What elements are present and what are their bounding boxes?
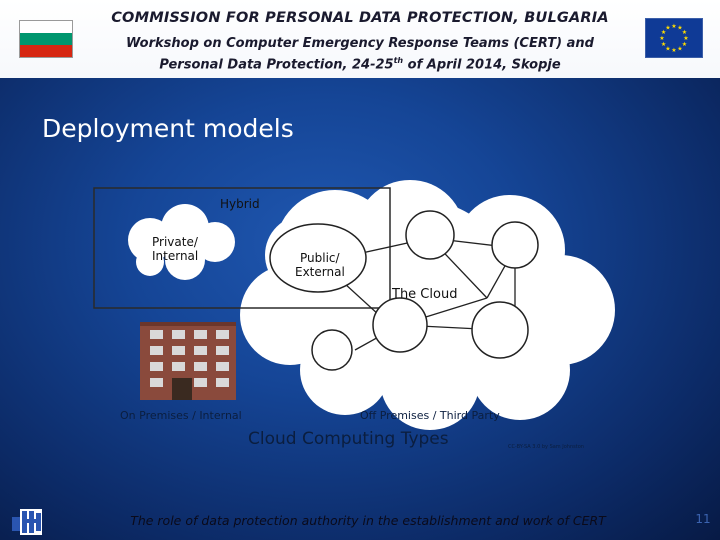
eu-star-icon: ★ — [677, 25, 682, 32]
public-label-line2: External — [295, 265, 345, 279]
private-label-line2: Internal — [152, 249, 198, 263]
diagram-caption: Cloud Computing Types — [248, 429, 449, 449]
eu-star-icon: ★ — [682, 41, 687, 48]
eu-star-icon: ★ — [665, 25, 670, 32]
header-title: COMMISSION FOR PERSONAL DATA PROTECTION,… — [111, 10, 609, 26]
network-nodes — [269, 210, 539, 371]
page-number: 11 — [695, 512, 711, 526]
cloud-computing-types-diagram: Hybrid Private/ Internal Public/ Externa… — [93, 180, 615, 450]
eu-star-icon: ★ — [671, 23, 676, 30]
eu-star-icon: ★ — [671, 47, 676, 54]
private-label-line1: Private/ — [152, 235, 199, 249]
the-cloud-label: The Cloud — [391, 287, 457, 302]
slide-header: COMMISSION FOR PERSONAL DATA PROTECTION,… — [0, 0, 720, 78]
on-premises-label: On Premises / Internal — [120, 409, 242, 422]
hybrid-box — [93, 187, 391, 309]
slide-title: Deployment models — [42, 114, 294, 143]
footer-text: The role of data protection authority in… — [130, 513, 606, 528]
eu-star-icon: ★ — [661, 41, 666, 48]
eu-star-icon: ★ — [661, 29, 666, 36]
organization-logo-icon — [12, 509, 42, 535]
public-label-line1: Public/ — [300, 251, 341, 265]
eu-star-icon: ★ — [682, 29, 687, 36]
eu-star-icon: ★ — [683, 35, 688, 42]
header-subtitle-line1: Workshop on Computer Emergency Response … — [126, 36, 594, 51]
hybrid-label: Hybrid — [220, 197, 260, 211]
eu-star-icon: ★ — [659, 35, 664, 42]
eu-star-icon: ★ — [677, 45, 682, 52]
header-subtitle-line2: Personal Data Protection, 24-25th of Apr… — [159, 56, 561, 73]
diagram-credit: CC-BY-SA 3.0 by Sam Johnston — [508, 444, 584, 450]
office-building-icon — [140, 322, 236, 400]
off-premises-label: Off Premises / Third Party — [360, 409, 500, 422]
private-internal-cloud — [128, 204, 235, 280]
eu-star-icon: ★ — [665, 45, 670, 52]
eu-flag-icon: ★★★★★★★★★★★★ — [645, 18, 703, 58]
bulgarian-flag-icon — [19, 20, 73, 58]
